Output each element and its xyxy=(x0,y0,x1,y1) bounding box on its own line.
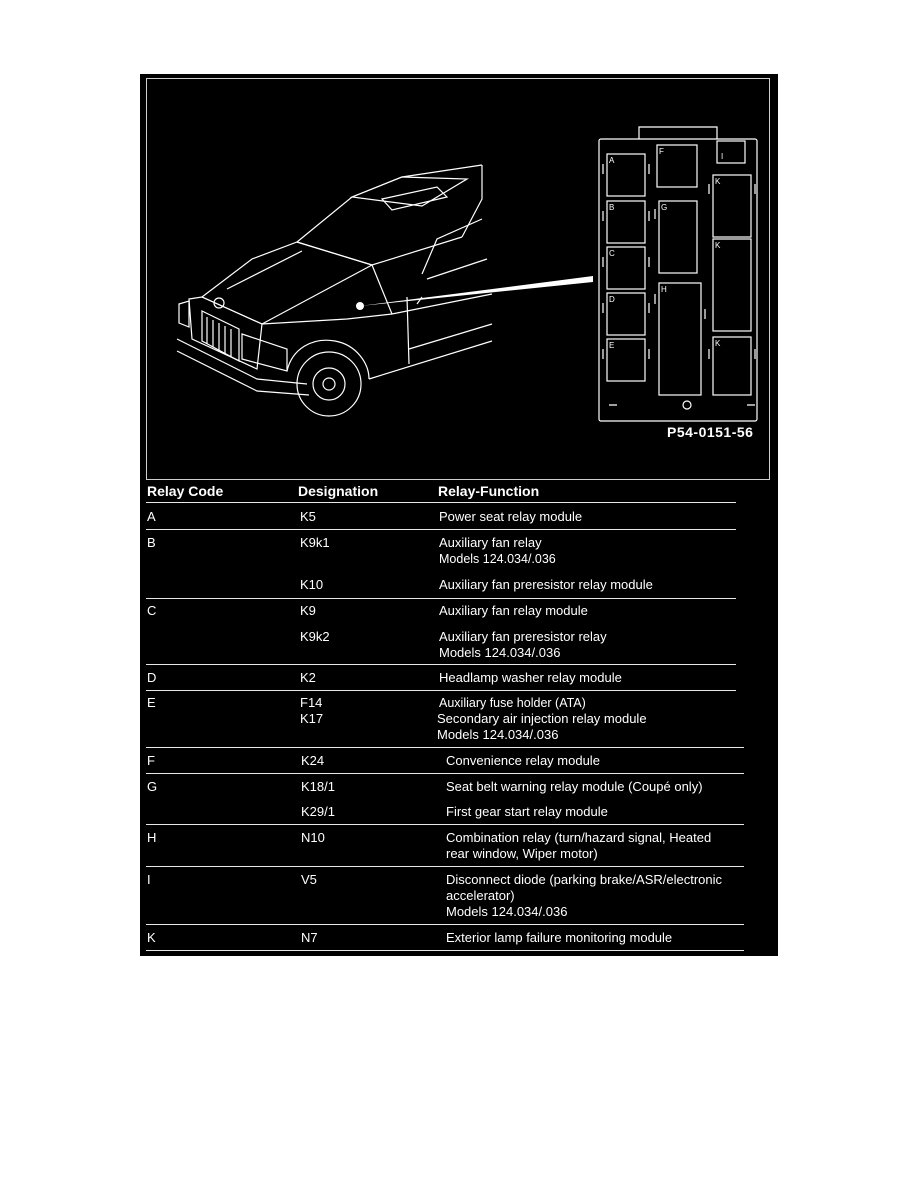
row-b2-designation: K10 xyxy=(300,577,324,592)
box-label-k1: K xyxy=(715,177,721,186)
box-label-f: F xyxy=(659,147,664,156)
box-label-d: D xyxy=(609,295,615,304)
row-e-code: E xyxy=(147,695,156,710)
relay-box-diagram xyxy=(598,126,758,422)
header-designation: Designation xyxy=(298,483,379,499)
row-g-code: G xyxy=(147,779,158,794)
row-h-function-2: rear window, Wiper motor) xyxy=(446,846,598,861)
row-h-designation: N10 xyxy=(301,830,325,845)
car-and-relay-box-diagram: A B C D E F G H I K K K xyxy=(176,126,758,422)
box-label-h: H xyxy=(661,285,667,294)
box-label-c: C xyxy=(609,249,615,258)
header-relay-function: Relay-Function xyxy=(438,483,540,499)
row-d-code: D xyxy=(147,670,157,685)
pointer-dot xyxy=(356,302,364,310)
row-rule xyxy=(146,950,744,951)
row-rule xyxy=(146,924,744,925)
box-label-b: B xyxy=(609,203,614,212)
box-label-g: G xyxy=(661,203,667,212)
relay-location-figure: A B C D E F G H I K K K P54-0151-56 xyxy=(146,78,770,480)
row-rule xyxy=(146,598,736,599)
row-rule xyxy=(146,747,744,748)
header-relay-code: Relay Code xyxy=(147,483,224,499)
row-a-function: Power seat relay module xyxy=(439,509,583,524)
car-illustration xyxy=(176,164,493,417)
box-label-i: I xyxy=(721,152,723,161)
header-rule xyxy=(146,502,736,503)
row-c-function: Auxiliary fan relay module xyxy=(439,603,588,618)
row-e-designation-2: K17 xyxy=(300,711,324,726)
row-c2-function: Auxiliary fan preresistor relay xyxy=(439,629,607,644)
box-label-e: E xyxy=(609,341,614,350)
row-g-function: Seat belt warning relay module (Coupé on… xyxy=(446,779,703,794)
row-g-designation: K18/1 xyxy=(301,779,335,794)
row-rule xyxy=(146,690,736,691)
row-c-designation: K9 xyxy=(300,603,316,618)
row-b-function-models: Models 124.034/.036 xyxy=(439,552,556,566)
relay-box-labels: A B C D E F G H I K K K xyxy=(609,147,723,350)
row-i-function: Disconnect diode (parking brake/ASR/elec… xyxy=(446,872,723,887)
row-e-designation: F14 xyxy=(300,695,323,710)
row-c2-designation: K9k2 xyxy=(300,629,330,644)
row-rule xyxy=(146,866,744,867)
row-g2-function: First gear start relay module xyxy=(446,804,608,819)
box-label-k3: K xyxy=(715,339,721,348)
document-panel: A B C D E F G H I K K K P54-0151-56 Rela… xyxy=(140,74,778,956)
row-b-designation: K9k1 xyxy=(300,535,330,550)
row-e-function-2: Secondary air injection relay module xyxy=(437,711,647,726)
row-k-code: K xyxy=(147,930,156,945)
row-b2-function: Auxiliary fan preresistor relay module xyxy=(439,577,653,592)
row-rule xyxy=(146,824,744,825)
row-c2-function-models: Models 124.034/.036 xyxy=(439,645,561,660)
row-i-function-2: accelerator) xyxy=(446,888,515,903)
box-label-k2: K xyxy=(715,241,721,250)
row-i-function-models: Models 124.034/.036 xyxy=(446,904,568,919)
row-rule xyxy=(146,529,736,530)
row-a-code: A xyxy=(147,509,156,524)
row-c-code: C xyxy=(147,603,157,618)
row-f-function: Convenience relay module xyxy=(446,753,600,768)
row-h-code: H xyxy=(147,830,157,845)
figure-id: P54-0151-56 xyxy=(667,424,754,440)
pointer-line xyxy=(360,276,593,306)
row-b-function: Auxiliary fan relay xyxy=(439,535,542,550)
row-b-code: B xyxy=(147,535,156,550)
row-e-function-models: Models 124.034/.036 xyxy=(437,727,559,742)
row-h-function: Combination relay (turn/hazard signal, H… xyxy=(446,830,712,845)
row-rule xyxy=(146,773,744,774)
row-g2-designation: K29/1 xyxy=(301,804,335,819)
row-a-designation: K5 xyxy=(300,509,316,524)
row-i-code: I xyxy=(147,872,151,887)
row-f-code: F xyxy=(147,753,155,768)
row-rule xyxy=(146,664,736,665)
row-k-function: Exterior lamp failure monitoring module xyxy=(446,930,673,945)
row-k-designation: N7 xyxy=(301,930,318,945)
row-e-function: Auxiliary fuse holder (ATA) xyxy=(439,696,586,710)
row-d-function: Headlamp washer relay module xyxy=(439,670,622,685)
row-i-designation: V5 xyxy=(301,872,317,887)
row-f-designation: K24 xyxy=(301,753,325,768)
box-label-a: A xyxy=(609,156,615,165)
row-d-designation: K2 xyxy=(300,670,316,685)
